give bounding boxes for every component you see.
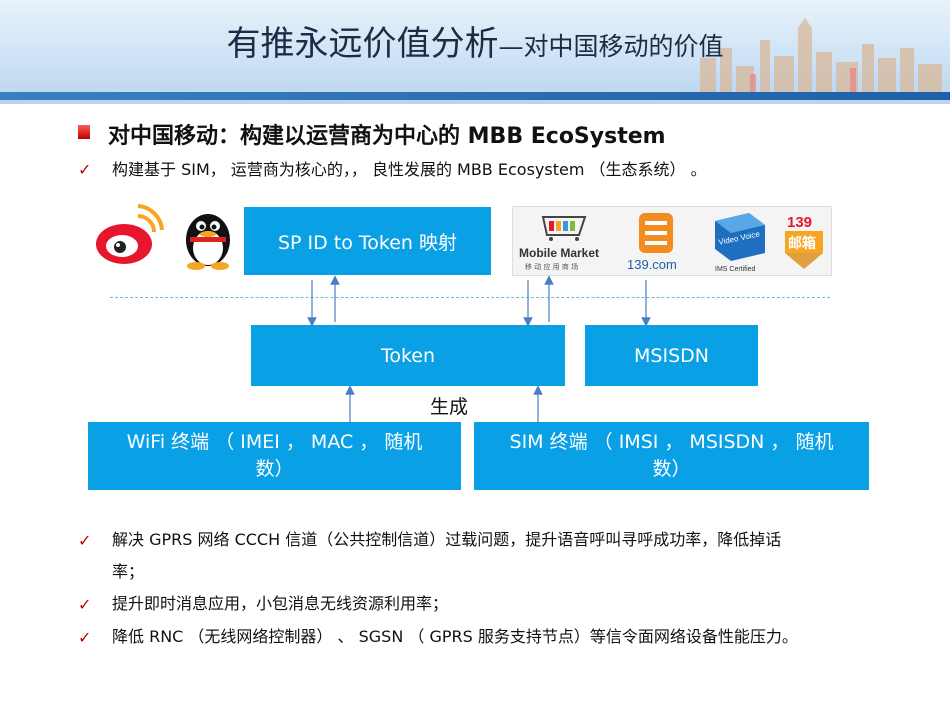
heading-bullet-icon: [78, 125, 90, 139]
slide-title-main: 有推永远价值分析: [226, 24, 499, 64]
header-divider-bar: [0, 92, 950, 100]
check-icon: ✓: [78, 628, 92, 647]
msisdn-label: MSISDN: [634, 344, 709, 367]
service-logos-panel: Mobile Market 移 动 应 用 商 场 139.com Video …: [512, 206, 832, 276]
section-heading: 对中国移动：构建以运营商为中心的 MBB EcoSystem: [78, 118, 666, 150]
video-voice-ims-logo-icon: Video Voice IMS Certified: [715, 213, 765, 273]
check-icon: ✓: [78, 595, 92, 614]
139-com-text: 139.com: [627, 257, 677, 272]
sp-id-token-mapping-box: SP ID to Token 映射: [244, 207, 491, 275]
ims-certified-text: IMS Certified: [715, 266, 756, 273]
token-label: Token: [380, 344, 436, 367]
dashed-divider: [110, 297, 830, 298]
mobile-market-cn-text: 移 动 应 用 商 场: [525, 262, 578, 271]
sp-id-token-mapping-label: SP ID to Token 映射: [277, 231, 458, 254]
intro-text: 构建基于 SIM， 运营商为核心的，， 良性发展的 MBB Ecosystem …: [112, 160, 707, 179]
weibo-logo-icon: [96, 204, 164, 264]
token-box: Token: [251, 325, 565, 386]
bullet-text: 解决 GPRS 网络 CCCH 信道（公共控制信道）过载问题，提升语音呼叫寻呼成…: [112, 530, 782, 549]
check-icon: ✓: [78, 160, 92, 179]
139-mail-number: 139: [787, 214, 812, 231]
bullet-text-continuation: 率；: [112, 562, 145, 581]
sim-terminal-label-line2: 数）: [652, 458, 691, 480]
qq-penguin-logo-icon: [186, 214, 230, 270]
wifi-terminal-box: WiFi 终端 （ IMEI ， MAC ， 随机 数）: [88, 422, 461, 490]
check-icon: ✓: [78, 531, 92, 550]
section-heading-text: 对中国移动：构建以运营商为中心的 MBB EcoSystem: [108, 124, 666, 149]
bullet-text: 降低 RNC （无线网络控制器） 、 SGSN （ GPRS 服务支持节点）等信…: [112, 627, 798, 646]
wifi-terminal-label-line1: WiFi 终端 （ IMEI ， MAC ， 随机: [126, 431, 423, 453]
sim-terminal-box: SIM 终端 （ IMSI ， MSISDN ， 随机 数）: [474, 422, 869, 490]
139-com-logo-icon: 139.com: [627, 213, 677, 272]
sim-terminal-label-line1: SIM 终端 （ IMSI ， MSISDN ， 随机: [509, 431, 834, 453]
mobile-market-text: Mobile Market: [519, 246, 599, 260]
msisdn-box: MSISDN: [585, 325, 758, 386]
slide-header: 有推永远价值分析—对中国移动的价值: [0, 0, 950, 104]
139-mail-cn-text: 邮箱: [788, 235, 816, 252]
slide-title-sub: —对中国移动的价值: [498, 32, 724, 61]
generate-label: 生成: [430, 396, 469, 418]
139-mailbox-logo-icon: 139 邮箱: [785, 214, 823, 269]
wifi-terminal-label-line2: 数）: [255, 458, 294, 480]
mobile-market-logo-icon: Mobile Market 移 动 应 用 商 场: [519, 216, 599, 271]
bullet-text: 提升即时消息应用，小包消息无线资源利用率；: [112, 594, 449, 613]
slide-title: 有推永远价值分析—对中国移动的价值: [0, 16, 950, 65]
